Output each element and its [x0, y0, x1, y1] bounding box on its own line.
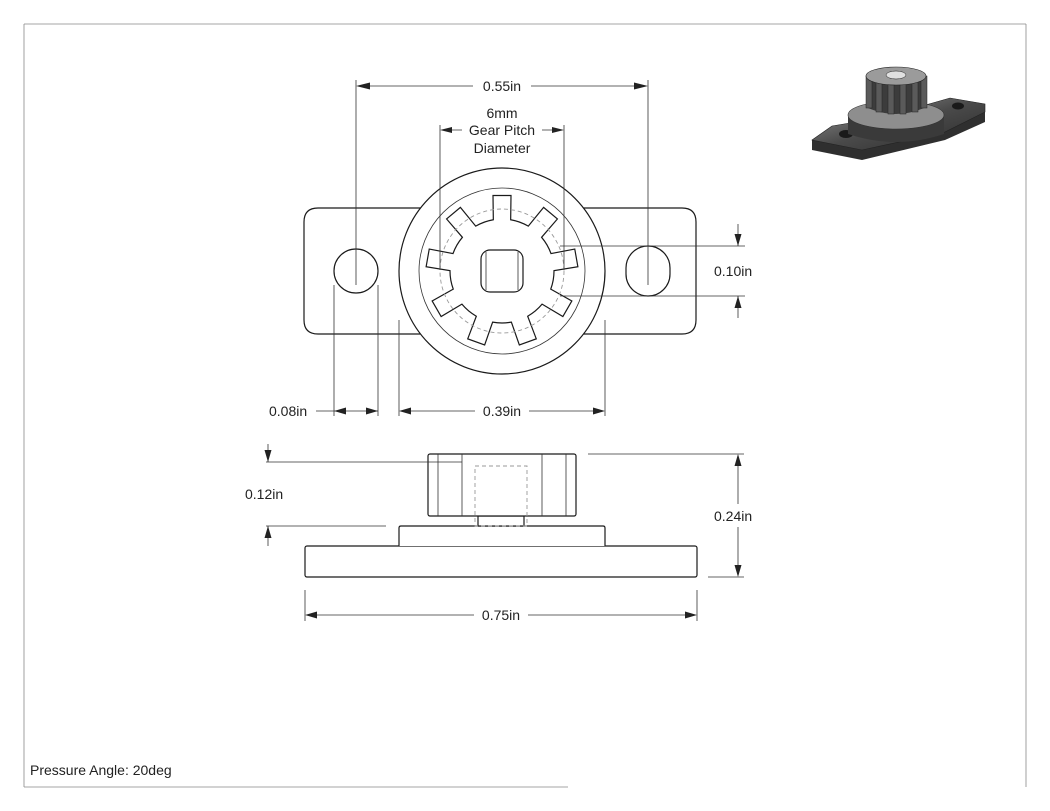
shaft-neck-side	[477, 515, 525, 527]
base-plate-side	[304, 545, 698, 578]
dimension-overall-width-top: 0.55in	[355, 78, 649, 285]
dim-label-slot-height: 0.10in	[714, 263, 752, 279]
dim-label-gear-height: 0.12in	[245, 486, 283, 502]
hub-step-side	[398, 525, 606, 546]
pressure-angle-note: Pressure Angle: 20deg	[30, 762, 172, 778]
isometric-preview	[811, 66, 986, 160]
dimension-slot-height: 0.10in	[560, 224, 752, 318]
dim-label-total-height: 0.24in	[714, 508, 752, 524]
top-view	[303, 167, 697, 375]
gear-body-side	[427, 453, 577, 517]
dimension-hole-diameter: 0.08in	[269, 285, 379, 419]
dimension-hub-diameter: 0.39in	[398, 320, 606, 419]
dimension-gear-height: 0.12in	[245, 444, 462, 546]
dim-label-overall-width: 0.55in	[483, 78, 521, 94]
dimension-total-height: 0.24in	[588, 453, 752, 578]
side-view	[304, 453, 698, 578]
dim-label-pitch-line3: Diameter	[474, 140, 531, 156]
dimension-gear-pitch-diameter: 6mm Gear Pitch Diameter	[439, 105, 565, 270]
dim-label-hub-diameter: 0.39in	[483, 403, 521, 419]
dimension-base-length: 0.75in	[304, 590, 698, 623]
dim-label-hole-diameter: 0.08in	[269, 403, 307, 419]
dim-label-pitch-line2: Gear Pitch	[469, 122, 535, 138]
hub-inner-circle	[418, 187, 586, 355]
sheet-border	[23, 23, 1027, 788]
dim-label-base-length: 0.75in	[482, 607, 520, 623]
d-shaft-bore	[480, 249, 524, 293]
pitch-circle	[439, 208, 565, 334]
dim-label-pitch-line1: 6mm	[486, 105, 517, 121]
